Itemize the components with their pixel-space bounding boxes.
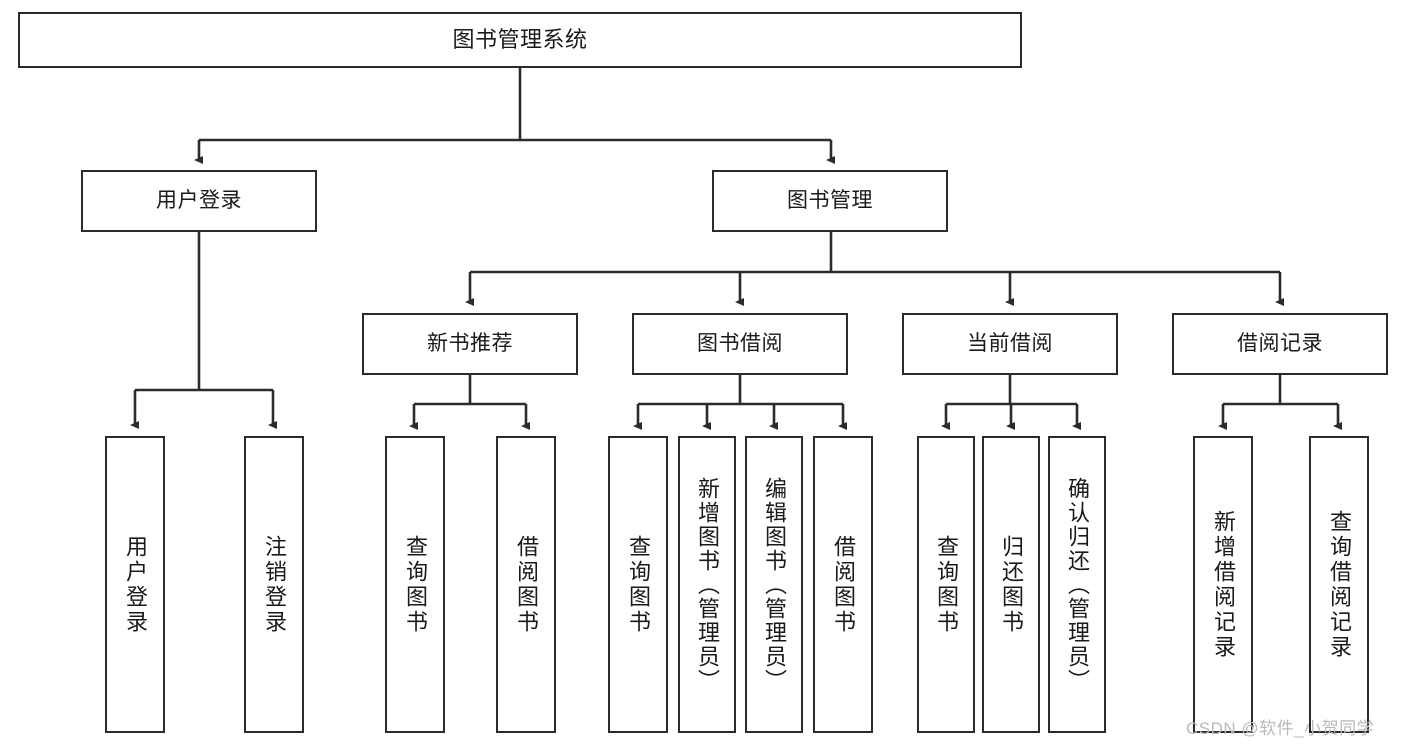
node-root-system[interactable]: 图书管理系统 (18, 12, 1022, 68)
node-current-borrow[interactable]: 当前借阅 (902, 313, 1118, 375)
node-label: 新增图书（管理员） (695, 476, 720, 693)
node-book-borrow[interactable]: 图书借阅 (632, 313, 848, 375)
node-label: 注销登录 (262, 534, 287, 635)
leaf-edit-book-admin[interactable]: 编辑图书（管理员） (745, 436, 803, 733)
leaf-query-borrow-record[interactable]: 查询借阅记录 (1309, 436, 1369, 733)
node-label: 图书管理系统 (452, 27, 588, 53)
node-book-management[interactable]: 图书管理 (712, 170, 948, 232)
node-label: 用户登录 (123, 534, 148, 635)
node-label: 借阅记录 (1237, 331, 1323, 355)
leaf-return-book[interactable]: 归还图书 (982, 436, 1040, 733)
node-label: 借阅图书 (514, 534, 539, 635)
leaf-borrow-book-borrow[interactable]: 借阅图书 (813, 436, 873, 733)
leaf-add-borrow-record[interactable]: 新增借阅记录 (1193, 436, 1253, 733)
leaf-confirm-return-admin[interactable]: 确认归还（管理员） (1048, 436, 1106, 733)
node-label: 编辑图书（管理员） (762, 476, 787, 693)
node-label: 当前借阅 (967, 331, 1053, 355)
node-label: 查询图书 (403, 534, 428, 635)
node-label: 查询图书 (934, 534, 959, 635)
leaf-user-logout[interactable]: 注销登录 (244, 436, 304, 733)
node-label: 查询图书 (626, 534, 651, 635)
node-label: 归还图书 (999, 534, 1024, 635)
node-user-login[interactable]: 用户登录 (81, 170, 317, 232)
leaf-borrow-book-newbook[interactable]: 借阅图书 (496, 436, 556, 733)
node-label: 查询借阅记录 (1327, 509, 1352, 660)
node-label: 图书借阅 (697, 331, 783, 355)
node-new-book-recommend[interactable]: 新书推荐 (362, 313, 578, 375)
node-label: 用户登录 (156, 188, 242, 212)
csdn-watermark: CSDN @软件_小贺同学 (1186, 719, 1375, 738)
leaf-query-book-current[interactable]: 查询图书 (917, 436, 975, 733)
node-label: 借阅图书 (831, 534, 856, 635)
leaf-add-book-admin[interactable]: 新增图书（管理员） (678, 436, 736, 733)
node-label: 确认归还（管理员） (1065, 476, 1090, 693)
node-label: 新书推荐 (427, 331, 513, 355)
node-borrow-records[interactable]: 借阅记录 (1172, 313, 1388, 375)
node-label: 新增借阅记录 (1211, 509, 1236, 660)
leaf-user-login[interactable]: 用户登录 (105, 436, 165, 733)
leaf-query-book-borrow[interactable]: 查询图书 (608, 436, 668, 733)
node-label: 图书管理 (787, 188, 873, 212)
leaf-query-book-newbook[interactable]: 查询图书 (385, 436, 445, 733)
